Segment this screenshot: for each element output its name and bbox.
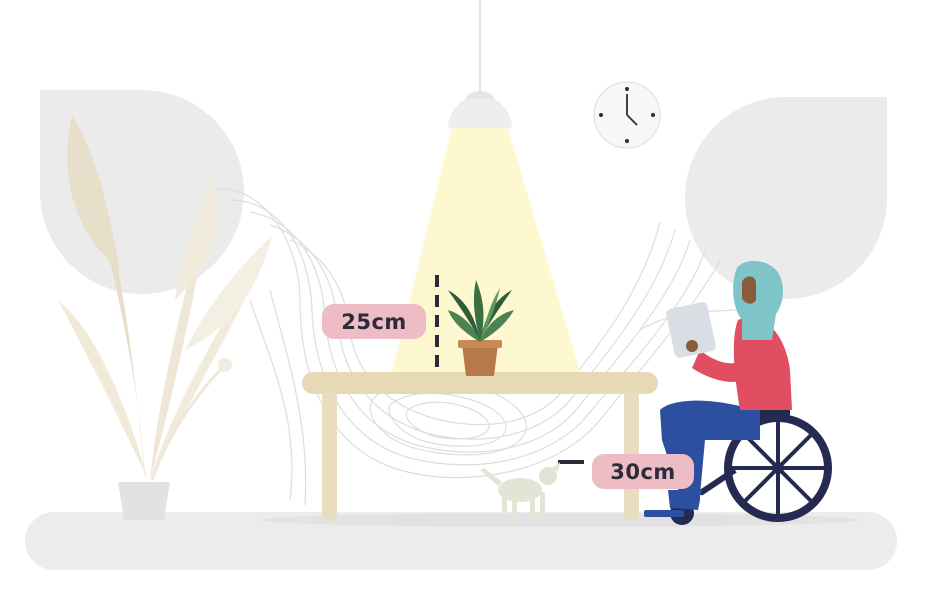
knee-clearance-label: 30cm bbox=[592, 454, 694, 489]
decorative-tall-plant bbox=[58, 115, 272, 520]
lamp-light-cone bbox=[392, 128, 580, 372]
lamp-icon bbox=[392, 0, 580, 372]
person-in-wheelchair bbox=[644, 260, 832, 525]
right-background-shape bbox=[685, 97, 887, 299]
dog-icon bbox=[480, 462, 560, 520]
plant-icon bbox=[448, 280, 514, 376]
plant-clearance-label: 25cm bbox=[322, 304, 426, 339]
clock-icon bbox=[593, 81, 661, 149]
wheelchair-icon bbox=[644, 408, 832, 525]
tablet-icon bbox=[666, 302, 716, 358]
floor bbox=[25, 512, 897, 570]
floor-shadow bbox=[260, 513, 860, 527]
